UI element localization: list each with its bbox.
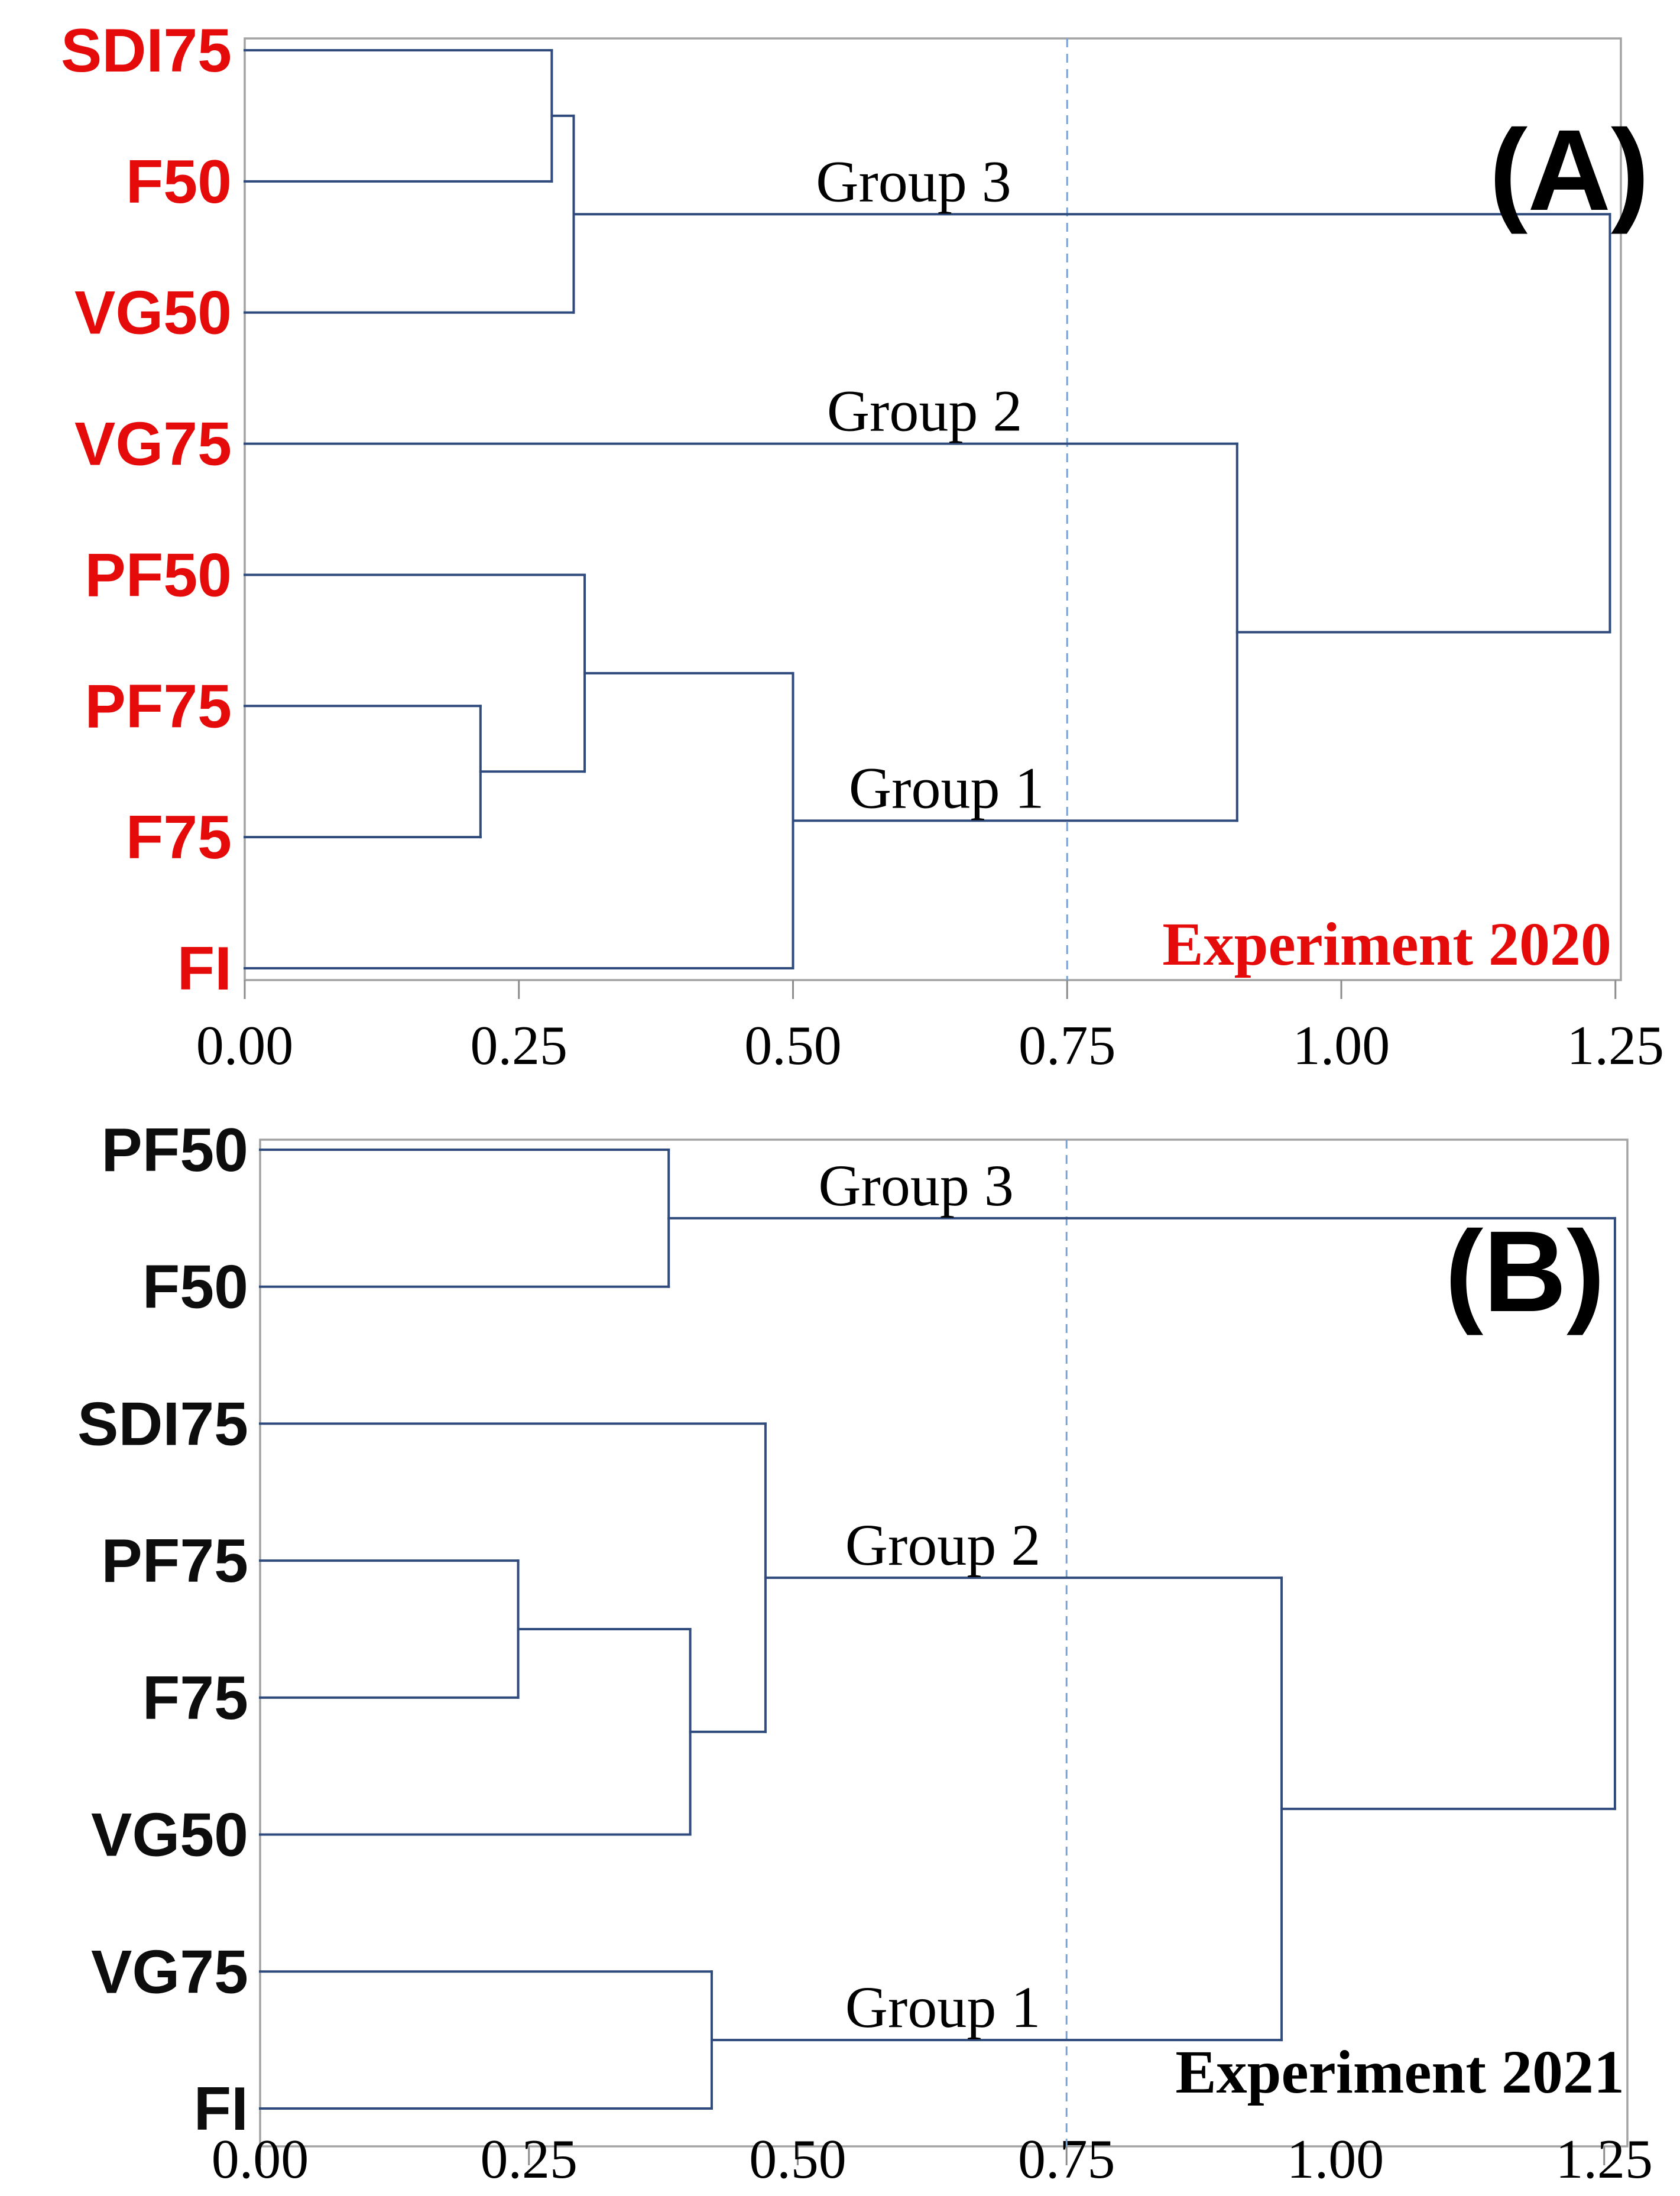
panel-a-leaf-label-f75: F75	[126, 803, 232, 872]
panel-a-group-label-group-2: Group 2	[827, 378, 1023, 444]
panel-b-axis-tick-label: 0.75	[1018, 2129, 1115, 2190]
panel-a-axis-tick-label: 1.00	[1293, 1015, 1390, 1076]
panel-b-axis-tick-label: 0.25	[481, 2129, 578, 2190]
panel-b-leaf-label-vg75: VG75	[91, 1938, 248, 2006]
panel-b-leaf-label-vg50: VG50	[91, 1801, 248, 1870]
panel-b-leaf-label-f75: F75	[142, 1664, 248, 1733]
panel-a-group-label-group-1: Group 1	[849, 755, 1045, 820]
panel-b-axis-tick-label: 0.50	[749, 2129, 847, 2190]
panel-b-leaf-label-pf50: PF50	[101, 1116, 248, 1185]
panel-a-leaf-label-fi: FI	[177, 935, 232, 1003]
panel-a-leaf-label-pf50: PF50	[85, 541, 232, 609]
panel-a-corner-label: (A)	[1489, 106, 1649, 235]
panel-a-group-label-group-3: Group 3	[816, 148, 1011, 214]
panel-a-axis-tick-label: 0.00	[196, 1015, 294, 1076]
panel-b-axis-tick-label: 0.00	[212, 2129, 309, 2190]
panel-a-experiment-label: Experiment 2020	[1162, 910, 1611, 978]
panel-b-group-label-group-1: Group 1	[845, 1974, 1041, 2040]
panel-b-group-label-group-3: Group 3	[818, 1153, 1014, 1218]
panel-a-leaf-label-vg75: VG75	[74, 410, 232, 479]
panel-b-experiment-label: Experiment 2021	[1175, 2038, 1624, 2106]
panel-a-leaf-label-f50: F50	[126, 148, 232, 216]
panel-b-leaf-label-f50: F50	[142, 1253, 248, 1322]
panel-a-axis-tick-label: 0.75	[1019, 1015, 1116, 1076]
panel-b-axis-tick-label: 1.00	[1287, 2129, 1384, 2190]
panel-b-axis-tick-label: 1.25	[1556, 2129, 1653, 2190]
panel-b-corner-label: (B)	[1445, 1207, 1605, 1336]
panel-a-axis-tick-label: 1.25	[1567, 1015, 1665, 1076]
panel-a-leaf-label-pf75: PF75	[85, 672, 232, 741]
panel-a-axis-tick-label: 0.50	[744, 1015, 842, 1076]
panel-b-leaf-label-fi: FI	[194, 2075, 248, 2143]
panel-a-plot-frame	[244, 37, 1622, 981]
panel-a-axis-tick-label: 0.25	[471, 1015, 568, 1076]
panel-b-leaf-label-sdi75: SDI75	[77, 1390, 248, 1458]
panel-b-group-label-group-2: Group 2	[845, 1512, 1041, 1578]
panel-a-leaf-label-sdi75: SDI75	[61, 17, 232, 85]
panel-b-plot-frame	[259, 1138, 1629, 2148]
panel-b-leaf-label-pf75: PF75	[101, 1527, 248, 1595]
panel-a-leaf-label-vg50: VG50	[74, 279, 232, 348]
